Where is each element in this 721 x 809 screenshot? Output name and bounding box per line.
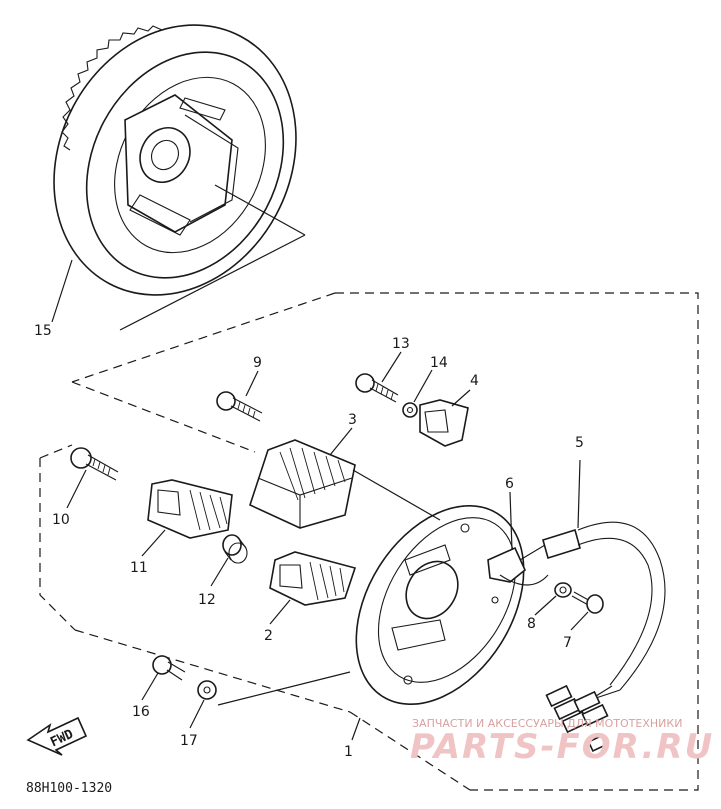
callout-14: 14 [430, 355, 448, 371]
callout-3: 3 [348, 412, 357, 428]
watermark-caption: ЗАПЧАСТИ И АКСЕССУАРЫ ДЛЯ МОТОТЕХНИКИ [412, 717, 682, 730]
assembly-outline [39, 292, 699, 791]
callout-6: 6 [505, 476, 514, 492]
washer-17 [197, 680, 217, 700]
screw-16 [152, 655, 186, 681]
lighting-coil-11 [147, 479, 233, 539]
screw-13 [355, 373, 399, 403]
charge-coil-3 [249, 439, 356, 529]
callout-15: 15 [34, 323, 52, 339]
washer-14 [402, 402, 418, 418]
callout-5: 5 [575, 435, 584, 451]
callout-12: 12 [198, 592, 216, 608]
screw-10 [70, 447, 119, 481]
drawing-code: 88H100-1320 [26, 781, 112, 796]
source-coil-2 [269, 551, 357, 606]
wire-harness [519, 521, 666, 752]
connector-terminals [545, 684, 609, 752]
leader-line [119, 234, 306, 331]
stator-base-plate [355, 504, 525, 706]
washer-8 [554, 582, 572, 598]
callout-7: 7 [563, 635, 572, 651]
callout-1: 1 [344, 744, 353, 760]
callout-16: 16 [132, 704, 150, 720]
screw-7 [571, 591, 604, 614]
callout-4: 4 [470, 373, 479, 389]
ring-gear-teeth [61, 25, 163, 151]
pickup-coil-bracket [487, 546, 549, 586]
pulser-coil-4 [419, 399, 469, 447]
callout-17: 17 [180, 733, 198, 749]
callout-10: 10 [52, 512, 70, 528]
flywheel-rotor [53, 24, 297, 296]
screw-9 [216, 391, 263, 422]
collar-12 [222, 534, 248, 564]
callout-9: 9 [253, 355, 262, 371]
callout-11: 11 [130, 560, 148, 576]
watermark-brand: PARTS-FOR.RU [410, 727, 714, 767]
callout-13: 13 [392, 336, 410, 352]
callout-8: 8 [527, 616, 536, 632]
leader-lines [66, 351, 589, 741]
callout-2: 2 [264, 628, 273, 644]
callout-labels: 15 9 13 14 4 3 5 6 10 11 12 2 8 7 16 17 … [34, 323, 584, 760]
forward-arrow: FWD [26, 716, 88, 756]
leader-line [214, 184, 306, 236]
watermark: ЗАПЧАСТИ И АКСЕССУАРЫ ДЛЯ МОТОТЕХНИКИ PA… [410, 717, 714, 767]
leader-line [51, 259, 73, 323]
